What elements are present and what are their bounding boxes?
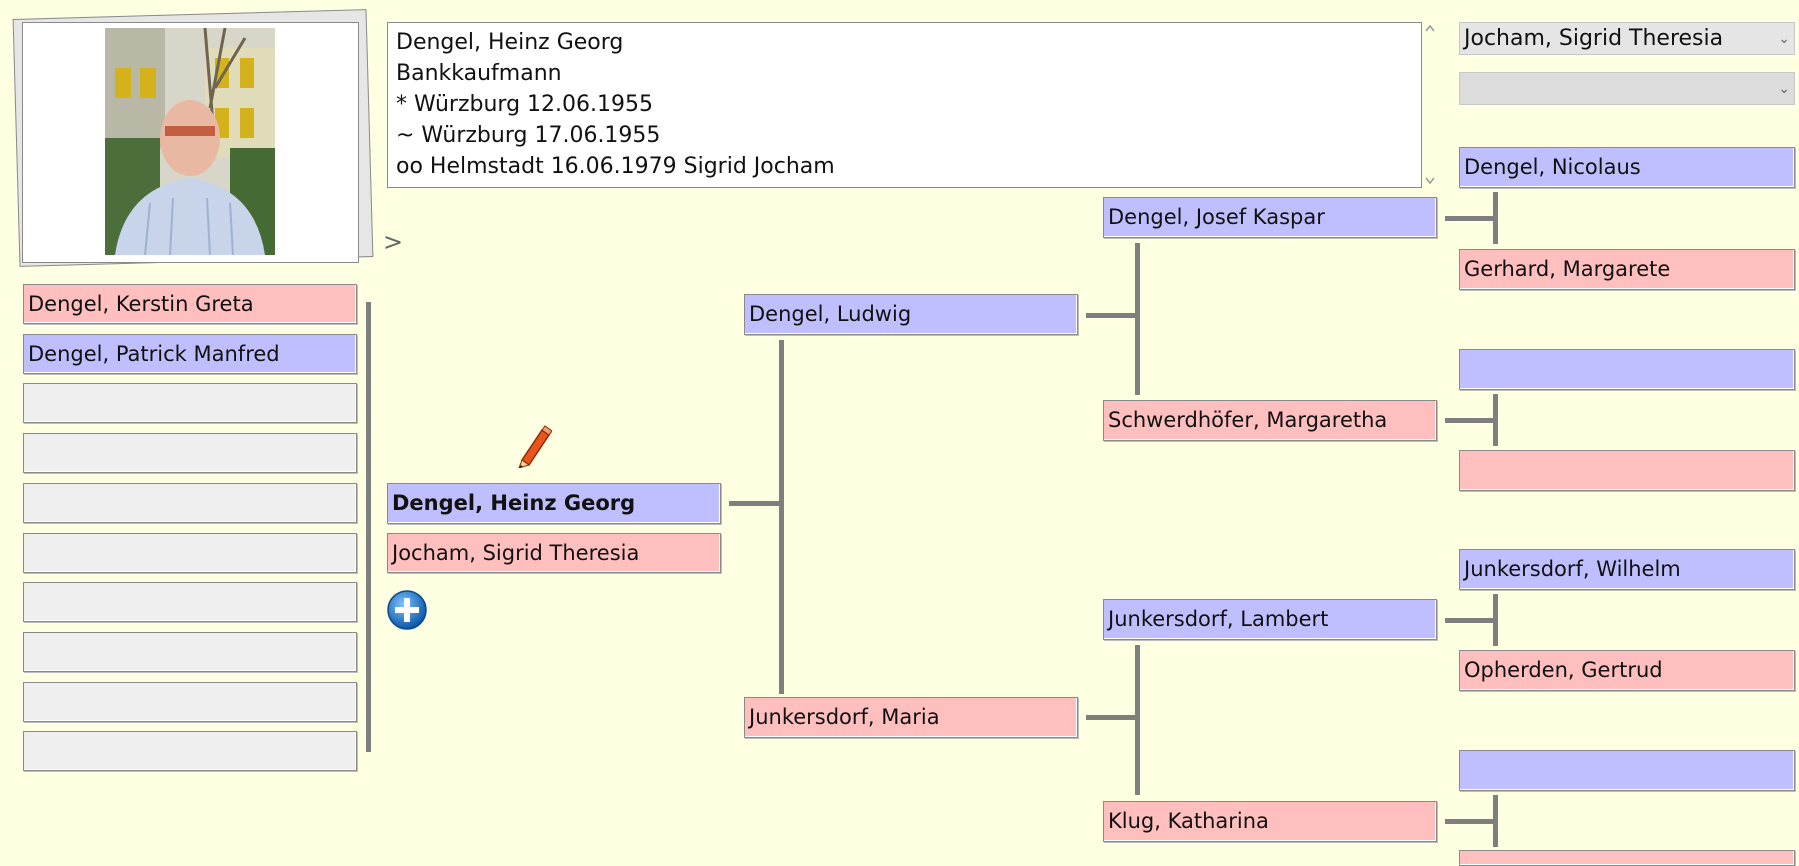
child-slot[interactable] xyxy=(23,483,357,523)
info-line: Bankkaufmann xyxy=(396,61,562,86)
info-line: ~ Würzburg 17.06.1955 xyxy=(396,123,661,148)
pencil-icon[interactable] xyxy=(512,424,552,468)
info-line: * Würzburg 12.06.1955 xyxy=(396,92,653,117)
portrait-photo-frame[interactable] xyxy=(22,22,359,263)
great-grandparent-box[interactable] xyxy=(1459,450,1795,491)
secondary-select[interactable]: ⌄ xyxy=(1459,72,1795,105)
chevron-down-icon: ⌄ xyxy=(1778,81,1790,97)
child-slot[interactable] xyxy=(23,682,357,722)
connector xyxy=(1445,618,1495,623)
great-grandparent-box[interactable] xyxy=(1459,349,1795,390)
connector xyxy=(1493,192,1498,244)
child-slot[interactable] xyxy=(23,533,357,573)
child-slot[interactable]: Dengel, Kerstin Greta xyxy=(23,284,357,324)
father-box[interactable]: Dengel, Ludwig xyxy=(744,294,1078,335)
portrait-photo xyxy=(105,28,275,255)
connector xyxy=(1086,715,1138,720)
spouse-select[interactable]: Jocham, Sigrid Theresia ⌄ xyxy=(1459,22,1795,55)
scroll-up-icon[interactable] xyxy=(1422,22,1438,36)
connector xyxy=(1445,418,1495,423)
connector xyxy=(1493,394,1498,446)
maternal-grandfather-box[interactable]: Junkersdorf, Lambert xyxy=(1103,599,1437,640)
child-slot[interactable] xyxy=(23,383,357,423)
paternal-grandfather-box[interactable]: Dengel, Josef Kaspar xyxy=(1103,197,1437,238)
great-grandparent-box[interactable]: Dengel, Nicolaus xyxy=(1459,147,1795,188)
connector xyxy=(1135,645,1140,795)
proband-spouse-box[interactable]: Jocham, Sigrid Theresia xyxy=(387,533,721,573)
add-icon[interactable] xyxy=(386,589,428,631)
paternal-grandmother-box[interactable]: Schwerdhöfer, Margaretha xyxy=(1103,400,1437,441)
connector xyxy=(1086,313,1138,318)
info-line: Dengel, Heinz Georg xyxy=(396,30,624,55)
connector xyxy=(1493,795,1498,847)
scroll-down-icon[interactable] xyxy=(1422,174,1438,188)
great-grandparent-box[interactable] xyxy=(1459,850,1795,866)
chevron-down-icon: ⌄ xyxy=(1778,31,1790,47)
maternal-grandmother-box[interactable]: Klug, Katharina xyxy=(1103,801,1437,842)
connector xyxy=(1445,819,1495,824)
great-grandparent-box[interactable] xyxy=(1459,750,1795,791)
person-info-textbox[interactable]: Dengel, Heinz Georg Bankkaufmann * Würzb… xyxy=(387,22,1422,188)
great-grandparent-box[interactable]: Junkersdorf, Wilhelm xyxy=(1459,549,1795,590)
info-scrollbar[interactable] xyxy=(1422,22,1438,188)
mother-box[interactable]: Junkersdorf, Maria xyxy=(744,697,1078,738)
connector xyxy=(779,340,784,694)
info-line: oo Helmstadt 16.06.1979 Sigrid Jocham xyxy=(396,154,835,179)
connector xyxy=(729,501,781,506)
great-grandparent-box[interactable]: Gerhard, Margarete xyxy=(1459,249,1795,290)
spouse-select-value: Jocham, Sigrid Theresia xyxy=(1464,26,1724,51)
child-slot[interactable] xyxy=(23,433,357,473)
children-connector xyxy=(366,302,371,752)
child-slot[interactable] xyxy=(23,632,357,672)
child-slot[interactable] xyxy=(23,731,357,771)
child-slot[interactable]: Dengel, Patrick Manfred xyxy=(23,334,357,374)
nav-arrow[interactable]: > xyxy=(383,228,404,256)
connector xyxy=(1135,243,1140,395)
proband-box[interactable]: Dengel, Heinz Georg xyxy=(387,483,721,524)
connector xyxy=(1445,216,1495,221)
connector xyxy=(1493,594,1498,646)
great-grandparent-box[interactable]: Opherden, Gertrud xyxy=(1459,650,1795,691)
child-slot[interactable] xyxy=(23,582,357,622)
